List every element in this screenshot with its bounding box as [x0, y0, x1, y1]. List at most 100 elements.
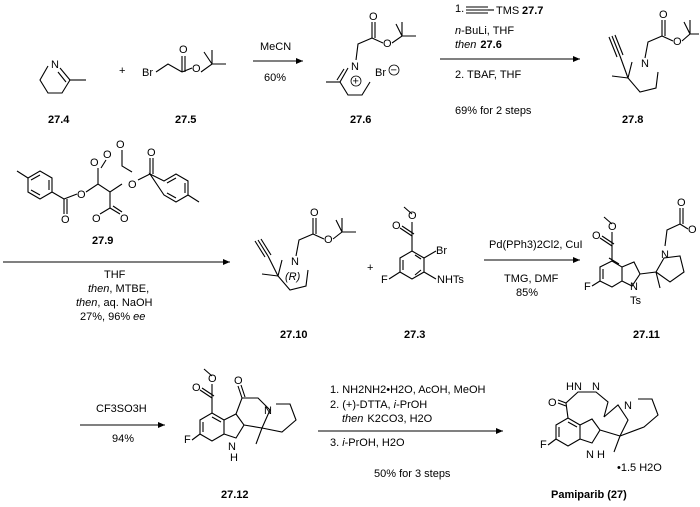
atom-O: O: [116, 139, 125, 151]
resolution-line1: THF: [104, 269, 126, 281]
final-conditions: 1. NH2NH2•H2O, AcOH, MeOH 2. (+)-DTTA,i-…: [330, 384, 486, 480]
atom-N-indole: N: [630, 281, 638, 293]
atom-O-carbonyl: O: [179, 44, 188, 56]
atom-O: O: [103, 149, 112, 161]
label-27-12: 27.12: [221, 489, 249, 501]
compound-27-9: O O O O O O O O O: [16, 139, 200, 226]
cyclization-yield: 94%: [112, 433, 134, 445]
step2-nbuli: -BuLi, THF: [461, 25, 514, 37]
coupling-line2: TMG, DMF: [504, 273, 559, 285]
atom-F: F: [184, 434, 191, 446]
resolution-conditions: THF then, MTBE, then, aq. NaOH 27%, 96%e…: [76, 269, 152, 323]
svg-text:27%, 96%ee: 27%, 96%ee: [80, 311, 145, 323]
atom-N: N: [51, 59, 59, 71]
atom-O: O: [61, 214, 70, 226]
atom-O-ketone: O: [234, 375, 243, 387]
step1-reagent: MeCN: [260, 41, 291, 53]
resolution-mtbe: , MTBE,: [109, 283, 149, 295]
atom-N-plus: N: [351, 61, 359, 73]
atom-O: O: [208, 373, 217, 385]
atom-O: O: [147, 147, 156, 159]
atom-H-indole: H: [597, 449, 605, 461]
resolution-then2: then: [76, 297, 97, 309]
atom-F: F: [584, 281, 591, 293]
final-then: then: [342, 413, 363, 425]
charge-plus: +: [353, 76, 359, 88]
atom-O-ester: O: [192, 63, 201, 75]
final-yield: 50% for 3 steps: [374, 468, 451, 480]
atom-O: O: [128, 179, 137, 191]
atom-HN: HN: [566, 381, 582, 393]
step1-yield: 60%: [264, 72, 286, 84]
atom-O-carbonyl: O: [310, 207, 319, 219]
atom-O-carbonyl: O: [659, 9, 668, 21]
atom-NHTs: NHTs: [437, 274, 464, 286]
stereo-R: (R): [285, 271, 301, 283]
label-27-11: 27.11: [633, 329, 660, 341]
resolution-then1: then: [88, 283, 109, 295]
step2-nbuli-n: n: [455, 25, 461, 37]
svg-text:3.i-PrOH, H2O: 3.i-PrOH, H2O: [330, 437, 405, 449]
final-line2a: 2. (+)-DTTA,: [330, 399, 391, 411]
step2-tms: TMS: [496, 5, 519, 17]
compound-27-3: O O Br NHTs F: [381, 206, 464, 286]
atom-O: O: [608, 221, 617, 233]
compound-27-4: N: [39, 59, 86, 94]
label-27-3: 27.3: [404, 329, 425, 341]
compound-pamiparib: N H F O HN N N: [540, 381, 659, 461]
atom-O-lactam: O: [548, 397, 557, 409]
plus-sign: +: [119, 65, 125, 77]
compound-27-11: N Ts F O O N O O: [584, 197, 697, 307]
atom-N-hydrazone: N: [592, 381, 600, 393]
atom-F: F: [381, 274, 388, 286]
atom-O: O: [120, 213, 129, 225]
atom-O-ester: O: [324, 234, 333, 246]
final-line2b: -PrOH: [396, 399, 427, 411]
atom-N: N: [264, 405, 272, 417]
label-27-10: 27.10: [280, 329, 308, 341]
atom-N: N: [641, 58, 649, 70]
coupling-yield: 85%: [516, 287, 538, 299]
atom-O: O: [392, 220, 401, 232]
step2-cpd-27-6: 27.6: [480, 39, 501, 51]
atom-Br: Br: [436, 245, 447, 257]
resolution-ee: ee: [133, 311, 145, 323]
resolution-yield: 27%, 96%: [80, 311, 130, 323]
label-27-4: 27.4: [48, 114, 70, 126]
step2-cpd-27-7: 27.7: [522, 5, 543, 17]
final-line1: 1. NH2NH2•H2O, AcOH, MeOH: [330, 384, 486, 396]
final-line4a: 3.: [330, 437, 339, 449]
bromide-ion: Br: [375, 67, 386, 79]
label-27-6: 27.6: [350, 114, 371, 126]
atom-O: O: [92, 213, 101, 225]
step2-then: then: [455, 39, 476, 51]
atom-O-carbonyl: O: [369, 11, 378, 23]
atom-O: O: [90, 157, 99, 169]
compound-27-12: N H F O O O N: [184, 368, 297, 464]
atom-O: O: [592, 230, 601, 242]
charge-minus: −: [391, 65, 397, 77]
svg-text:then, aq. NaOH: then, aq. NaOH: [76, 297, 152, 309]
atom-O: O: [688, 224, 697, 236]
label-pamiparib: Pamiparib (27): [551, 489, 627, 501]
atom-O: O: [192, 382, 201, 394]
svg-text:2. (+)-DTTA,i-PrOH: 2. (+)-DTTA,i-PrOH: [330, 399, 427, 411]
atom-O-ester: O: [673, 36, 682, 48]
atom-N-indole: N: [586, 449, 594, 461]
atom-N: N: [624, 400, 632, 412]
compound-27-10: N (R) O O: [254, 207, 356, 291]
atom-N-indole: N: [228, 441, 236, 453]
step2-line1-prefix: 1.: [455, 3, 464, 15]
atom-O: O: [677, 197, 686, 209]
hydrate: •1.5 H2O: [617, 462, 662, 474]
step2-yield: 69% for 2 steps: [455, 105, 532, 117]
label-27-9: 27.9: [92, 235, 113, 247]
compound-27-5: Br O O: [142, 44, 226, 79]
atom-Ts: Ts: [630, 295, 642, 307]
plus-sign-2: +: [367, 262, 373, 274]
cyclization-reagent: CF3SO3H: [96, 403, 147, 415]
final-line4b: -PrOH, H2O: [345, 437, 405, 449]
atom-N: N: [661, 249, 669, 261]
